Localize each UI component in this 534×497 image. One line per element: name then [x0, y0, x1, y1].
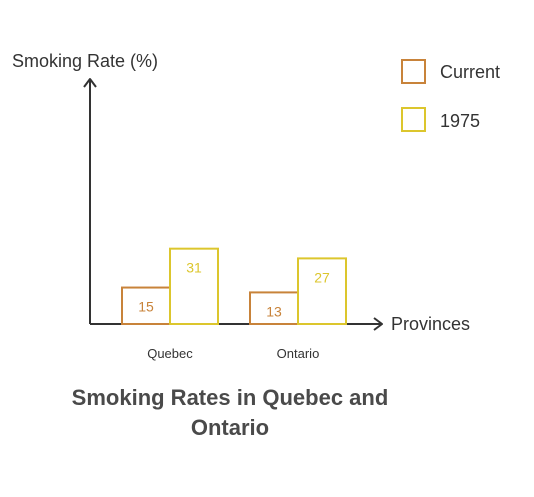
data-label-quebec-current: 15 [138, 299, 154, 315]
y-axis-arrow [83, 78, 97, 88]
data-label-ontario-current: 13 [266, 303, 282, 319]
legend-label-1975: 1975 [440, 111, 480, 131]
legend-swatch-1975 [401, 107, 426, 132]
y-axis-label: Smoking Rate (%) [12, 51, 158, 71]
x-tick-label-ontario: Ontario [277, 346, 320, 361]
x-axis-label: Provinces [391, 314, 470, 334]
chart-title: Smoking Rates in Quebec and Ontario [71, 385, 389, 440]
data-label-quebec-1975: 31 [186, 260, 202, 276]
legend-swatch-current [401, 59, 426, 84]
legend: Current 1975 [401, 59, 500, 132]
x-axis-arrow [373, 317, 383, 331]
x-tick-label-quebec: Quebec [147, 346, 193, 361]
bar-ontario-1975 [297, 257, 347, 326]
bar-quebec-1975 [169, 247, 219, 325]
data-label-ontario-1975: 27 [314, 269, 330, 285]
legend-label-current: Current [440, 62, 500, 82]
